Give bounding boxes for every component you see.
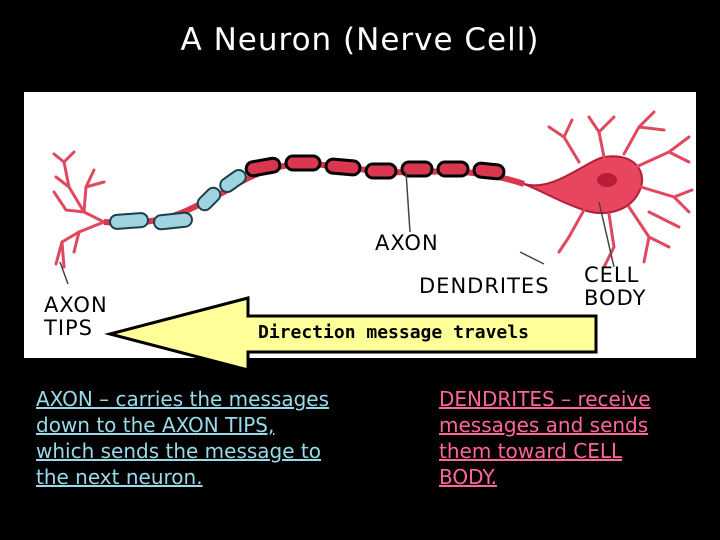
label-pointers bbox=[59, 171, 615, 285]
dendrites-caption: DENDRITES – receive messages and sends t… bbox=[439, 386, 651, 490]
myelin-sheath-dark bbox=[244, 154, 506, 181]
dendrites-caption-line: BODY. bbox=[439, 465, 497, 489]
axon-tips-drawing bbox=[52, 150, 106, 269]
dendrites-caption-line: messages and sends bbox=[439, 413, 649, 437]
axon-caption-line: which sends the message to bbox=[36, 439, 321, 463]
cell-body-drawing bbox=[523, 155, 644, 214]
axon-caption-line: down to the AXON TIPS, bbox=[36, 413, 275, 437]
label-cell-body-line1: CELL bbox=[584, 263, 640, 287]
dendrites-caption-line: them toward CELL bbox=[439, 439, 623, 463]
page-title: A Neuron (Nerve Cell) bbox=[180, 22, 540, 58]
dendrites-drawing bbox=[547, 110, 694, 269]
axon-caption: AXON – carries the messages down to the … bbox=[36, 386, 329, 490]
label-dendrites: DENDRITES bbox=[419, 274, 550, 298]
label-axon: AXON bbox=[375, 231, 439, 255]
myelin-sheath bbox=[109, 168, 247, 231]
neuron-diagram-panel bbox=[24, 92, 696, 358]
label-axon-tips: AXON TIPS bbox=[44, 294, 108, 340]
label-axon-tips-line2: TIPS bbox=[44, 316, 94, 340]
neuron-illustration bbox=[52, 110, 694, 285]
label-axon-tips-line1: AXON bbox=[44, 293, 108, 317]
direction-arrow-text: Direction message travels bbox=[258, 322, 529, 343]
label-cell-body-line2: BODY bbox=[584, 286, 647, 310]
direction-arrow-shape bbox=[104, 296, 598, 372]
label-cell-body: CELL BODY bbox=[584, 264, 646, 310]
axon-caption-line: the next neuron. bbox=[36, 465, 203, 489]
dendrites-caption-line: DENDRITES – receive bbox=[439, 387, 651, 411]
axon-caption-line: AXON – carries the messages bbox=[36, 387, 329, 411]
